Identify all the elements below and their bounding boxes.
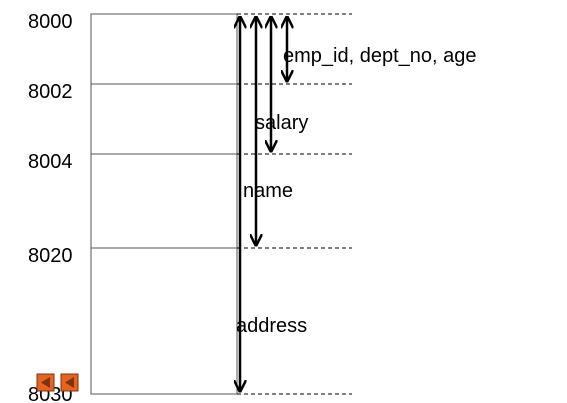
- field-label-address: address: [236, 315, 307, 337]
- address-label-8002: 8002: [28, 81, 73, 103]
- field-label-name: name: [243, 180, 293, 202]
- field-label-salary: salary: [255, 112, 308, 134]
- address-label-8000: 8000: [28, 11, 73, 33]
- memory-block: [90, 13, 238, 395]
- address-label-8020: 8020: [28, 245, 73, 267]
- next-slide-button[interactable]: [60, 373, 79, 392]
- field-label-emp-id-dept-no-age: emp_id, dept_no, age: [283, 45, 477, 67]
- address-label-8004: 8004: [28, 151, 73, 173]
- previous-slide-button[interactable]: [36, 373, 55, 392]
